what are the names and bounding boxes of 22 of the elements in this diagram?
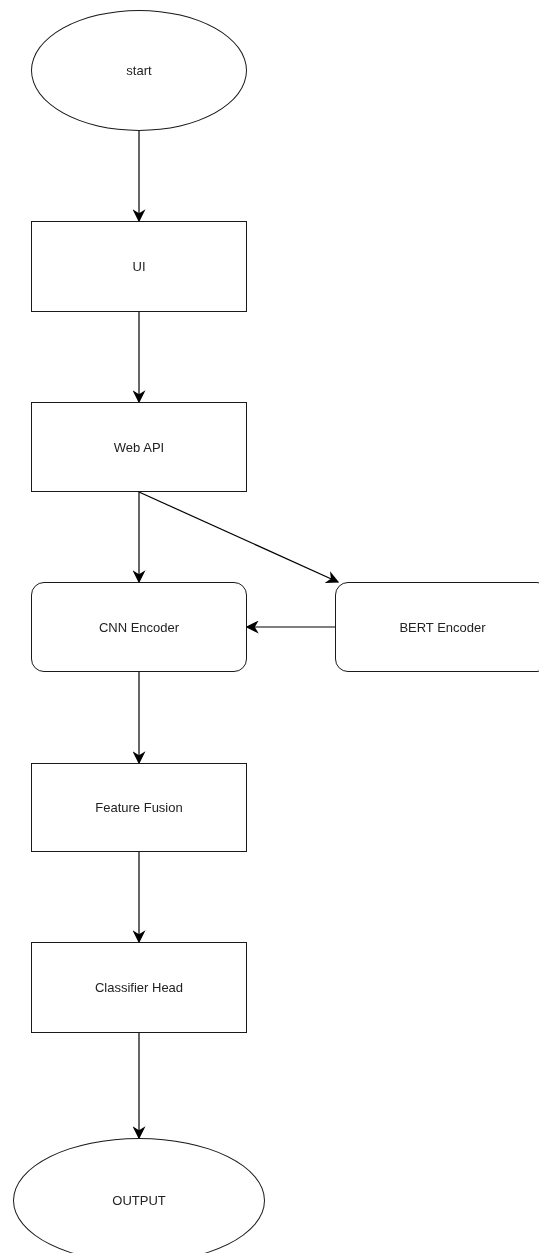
node-label: Feature Fusion [95,800,183,815]
node-label: Web API [113,439,165,455]
arrow [245,620,336,634]
node-label: UI [132,259,146,274]
arrow [132,1032,146,1140]
rounded-process-box [31,582,247,672]
arrow [132,311,146,404]
node-label: OUTPUT [112,1193,166,1208]
arrow [138,491,340,584]
arrow [132,671,146,765]
process-box [31,942,247,1033]
node-label: CNN Encoder [98,619,180,635]
process-box [31,221,247,312]
process-box [31,763,247,852]
node-label: BERT Encoder [399,619,486,635]
arrow [132,130,146,223]
process-box [31,402,247,492]
arrow [132,851,146,944]
node-label: start [126,63,152,78]
node-label: Classifier Head [94,980,184,995]
rounded-process-box [335,582,539,672]
arrow [132,491,146,584]
